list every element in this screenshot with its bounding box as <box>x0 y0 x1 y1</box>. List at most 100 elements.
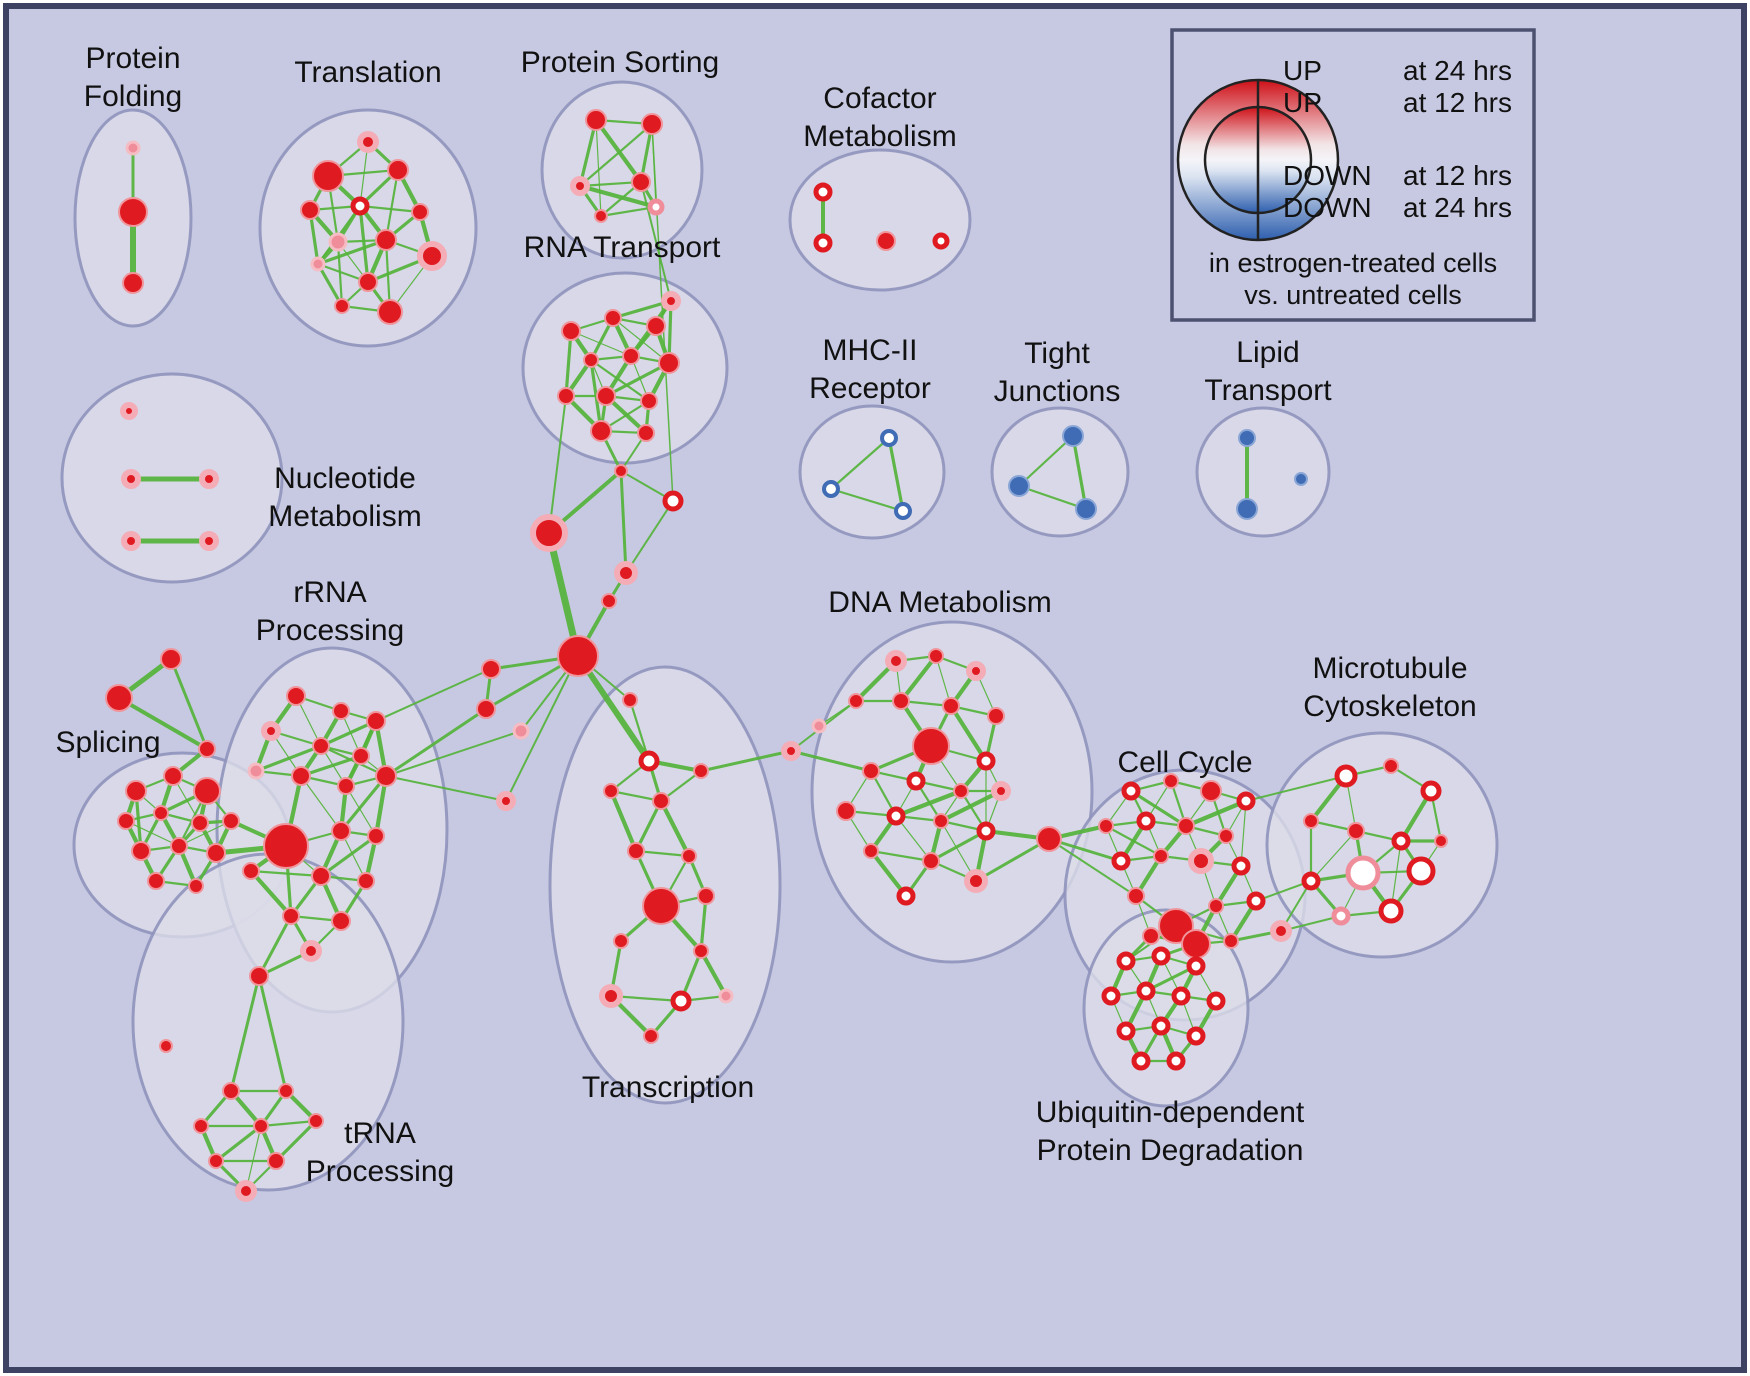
gene-node <box>596 386 616 406</box>
gene-node <box>1008 475 1030 497</box>
network-edge <box>578 122 654 188</box>
network-edge <box>578 118 598 188</box>
gene-node <box>813 182 833 202</box>
gene-node <box>191 814 209 832</box>
gene-node <box>590 420 612 442</box>
gene-node <box>862 762 880 780</box>
cluster-label-tight-junctions: Tight <box>1024 337 1090 370</box>
gene-node <box>121 469 141 489</box>
cluster-ellipse-microtubule-cytoskeleton <box>1265 731 1499 959</box>
gene-node <box>308 1113 324 1129</box>
network-edge <box>375 668 492 722</box>
gene-node <box>1246 891 1266 911</box>
network-edge <box>578 180 643 188</box>
gene-node <box>880 429 898 447</box>
network-edge <box>829 436 891 491</box>
cluster-label-nucleotide-metabolism: Metabolism <box>268 500 421 533</box>
gene-node <box>188 878 204 894</box>
gene-node <box>1136 981 1156 1001</box>
gene-node <box>253 1118 269 1134</box>
gene-node <box>122 272 144 294</box>
gene-node <box>117 812 135 830</box>
cluster-label-protein-folding: Protein <box>85 42 180 75</box>
cluster-label-tight-junctions: Junctions <box>994 375 1121 408</box>
gene-node <box>199 469 219 489</box>
gene-node <box>894 502 912 520</box>
gene-node <box>222 812 240 830</box>
gene-node <box>601 593 617 609</box>
cluster-label-rrna-processing: Processing <box>256 614 404 647</box>
cluster-label-protein-sorting: Protein Sorting <box>521 46 719 79</box>
gene-node <box>1331 906 1351 926</box>
cluster-label-mhc-ii-receptor: MHC-II <box>823 334 918 367</box>
gene-node <box>1383 758 1399 774</box>
gene-node <box>193 777 221 805</box>
network-edge <box>229 974 261 1093</box>
gene-node <box>235 1180 257 1202</box>
network-edge <box>640 181 672 302</box>
network-edge <box>345 785 377 837</box>
gene-node <box>198 740 216 758</box>
network-edge <box>589 358 651 403</box>
cluster-label-lipid-transport: Lipid <box>1236 336 1299 369</box>
gene-node <box>267 1152 285 1170</box>
legend-up12-time: at 12 hrs <box>1403 87 1512 118</box>
legend-down24-label: DOWN <box>1283 192 1372 223</box>
gene-node <box>121 531 141 551</box>
gene-node <box>350 196 370 216</box>
gene-node <box>247 762 265 780</box>
network-edge <box>1183 798 1249 829</box>
gene-node <box>942 697 960 715</box>
gene-node <box>643 1028 659 1044</box>
gene-node <box>932 232 950 250</box>
network-edge <box>385 730 522 777</box>
gene-node <box>358 272 378 292</box>
gene-node <box>1301 871 1321 891</box>
cluster-label-microtubule-cytoskeleton: Cytoskeleton <box>1303 690 1476 723</box>
network-edge <box>929 829 988 863</box>
cluster-label-nucleotide-metabolism: Nucleotide <box>274 462 416 495</box>
network-edge <box>245 1125 262 1192</box>
network-edge <box>257 974 288 1093</box>
gene-node <box>647 198 665 216</box>
network-edge <box>548 395 567 534</box>
gene-node <box>193 1118 209 1134</box>
gene-node <box>781 741 801 761</box>
network-edge <box>698 948 729 999</box>
network-edge <box>593 117 644 185</box>
gene-node <box>987 707 1005 725</box>
gene-node <box>661 291 681 311</box>
gene-node <box>631 172 651 192</box>
network-edge <box>299 754 363 778</box>
gene-node <box>331 821 351 841</box>
network-edge <box>895 815 932 862</box>
gene-node <box>1098 818 1114 834</box>
gene-node <box>1186 1026 1206 1046</box>
network-edge <box>948 703 989 764</box>
network-edge <box>545 529 582 660</box>
gene-node <box>1206 991 1226 1011</box>
gene-node <box>922 852 940 870</box>
network-edge <box>1255 880 1312 902</box>
gene-node <box>1075 498 1097 520</box>
cluster-label-mhc-ii-receptor: Receptor <box>809 372 931 405</box>
network-edge <box>1240 800 1247 867</box>
gene-node <box>1223 933 1239 949</box>
cluster-label-lipid-transport: Transport <box>1204 374 1332 407</box>
network-edge <box>169 657 209 751</box>
gene-node <box>1036 826 1062 852</box>
gene-node <box>627 842 645 860</box>
gene-node <box>622 692 638 708</box>
gene-node <box>1391 831 1411 851</box>
cluster-ellipse-dna-metabolism <box>810 620 1094 964</box>
gene-node <box>1218 828 1234 844</box>
network-edge <box>625 500 674 574</box>
network-edge <box>619 469 628 575</box>
network-edge <box>893 788 964 819</box>
cluster-label-ubiquitin-degradation: Protein Degradation <box>1037 1134 1304 1167</box>
gene-node <box>261 721 281 741</box>
gene-node <box>208 1153 224 1169</box>
cluster-label-protein-folding: Folding <box>84 80 182 113</box>
gene-node <box>933 813 949 829</box>
cluster-label-cofactor-metabolism: Metabolism <box>803 120 956 153</box>
